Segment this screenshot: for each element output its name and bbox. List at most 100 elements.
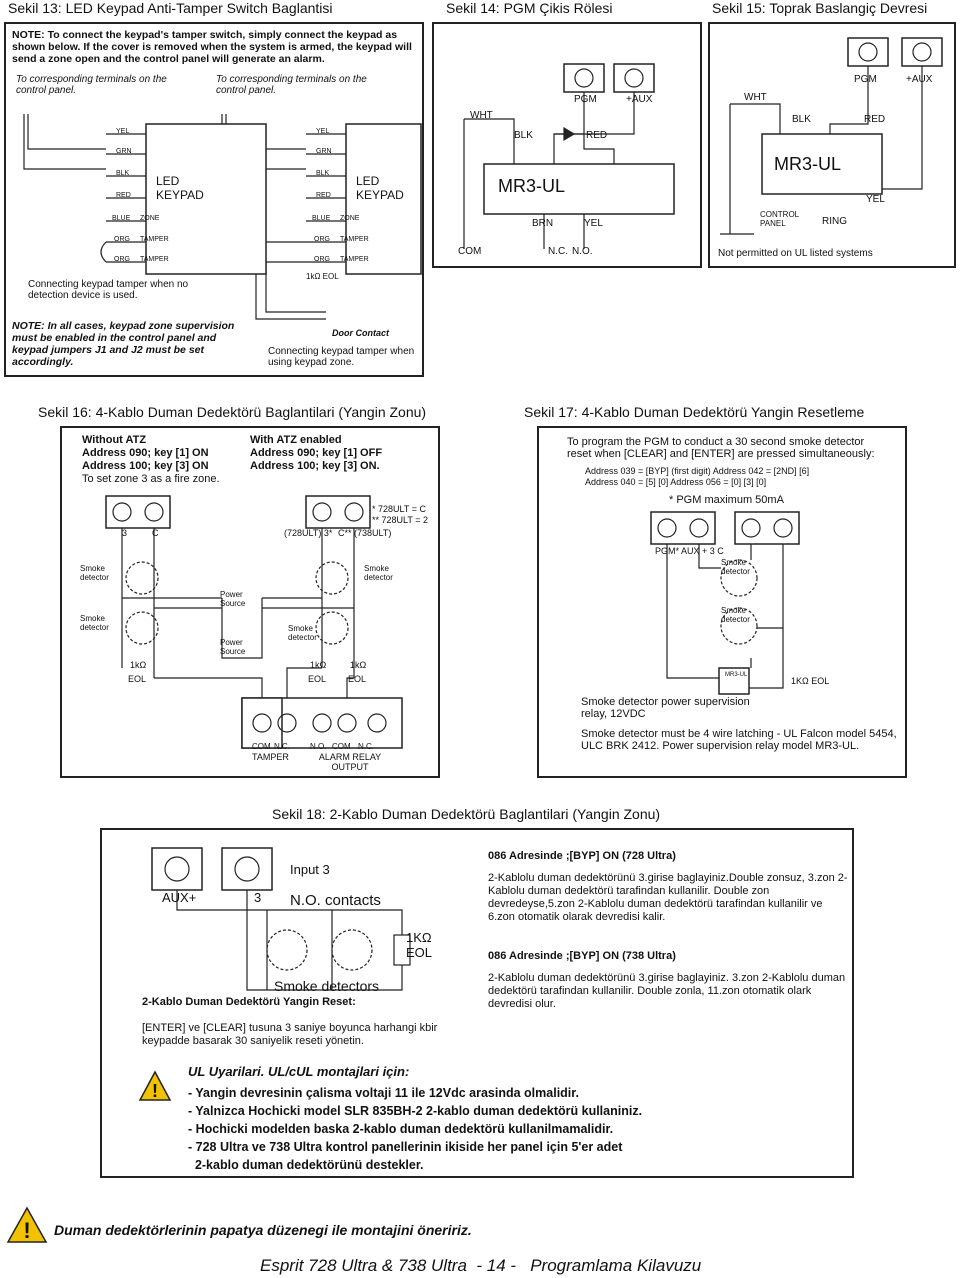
fig14-brn: BRN <box>532 218 554 229</box>
fig16-w-line2: Address 100; key [3] ON <box>82 460 209 472</box>
fig16-t728: (728ULT) 3* <box>284 528 333 538</box>
figure-18: AUX+ 3 Input 3 N.O. contacts 1KΩ EOL Smo… <box>100 828 854 1178</box>
fig17-intro: To program the PGM to conduct a 30 secon… <box>567 436 875 460</box>
fig15-control-panel: CONTROL PANEL <box>760 210 799 228</box>
fig16-wiring-diagram <box>105 495 403 749</box>
fig13-tamper-label-r: TAMPER <box>340 236 369 243</box>
fig13-led-keypad-right: LED KEYPAD <box>356 174 404 202</box>
fig18-h2: 086 Adresinde ;[BYP] ON (738 Ultra) <box>488 950 676 962</box>
figure-13: NOTE: To connect the keypad's tamper swi… <box>4 22 424 377</box>
fig17-smoke-1: Smoke detector <box>721 558 750 576</box>
fig16-power-2: Power Source <box>220 638 246 656</box>
fig18-h1: 086 Adresinde ;[BYP] ON (728 Ultra) <box>488 850 676 862</box>
fig16-t3: 3 <box>122 528 128 538</box>
fig18-smoke-detectors: Smoke detectors <box>274 978 380 994</box>
fig16-eol-c2: EOL <box>348 674 367 684</box>
ul-line-5: 2-kablo duman dedektörünü destekler. <box>188 1158 424 1172</box>
fig16-eol-b2: EOL <box>308 674 327 684</box>
fig17-r1: Address 039 = [BYP] (first digit) Addres… <box>585 466 810 476</box>
fig16-power-1: Power Source <box>220 590 246 608</box>
fig13-wire-blk: BLK <box>116 170 130 177</box>
fig16-w-line1: Address 090; key [1] ON <box>82 447 209 459</box>
fig17-smoke-2: Smoke detector <box>721 606 750 624</box>
fig17-eol: 1KΩ EOL <box>791 676 830 686</box>
fig13-wire-org: ORG <box>114 236 130 243</box>
fig18-aux: AUX+ <box>162 890 197 905</box>
fig16-smoke-1: Smoke detector <box>80 564 109 582</box>
fig16-eol-a: 1kΩ <box>130 660 147 670</box>
fig13-connecting-no-detect: Connecting keypad tamper when no detecti… <box>28 279 189 301</box>
fig17-pgm-max: * PGM maximum 50mA <box>669 494 784 506</box>
fig16-smoke-2: Smoke detector <box>80 614 109 632</box>
fig13-wire-grn-r: GRN <box>316 148 332 155</box>
fig14-red: RED <box>586 130 608 141</box>
fig13-connecting-zone: Connecting keypad tamper when using keyp… <box>268 346 415 368</box>
caption-fig15: Sekil 15: Toprak Baslangiç Devresi <box>712 0 928 16</box>
fig17-wiring: Smoke detector must be 4 wire latching -… <box>581 728 897 752</box>
fig17-relay: Smoke detector power supervision relay, … <box>581 696 750 720</box>
fig16-tamper: TAMPER <box>252 752 289 762</box>
fig16-no: N.O. <box>310 742 327 751</box>
fig13-door-contact: Door Contact <box>332 328 389 338</box>
fig17-mr3: MR3-UL <box>725 672 748 678</box>
fig18-input3: Input 3 <box>290 862 330 877</box>
fig13-wire-blue-r: BLUE <box>312 215 331 222</box>
fig13-wire-blk-r: BLK <box>316 170 330 177</box>
fig13-tamper-label-2: TAMPER <box>140 256 169 263</box>
fig16-note2: ** 728ULT = 2 <box>372 515 428 525</box>
fig13-wire-blue: BLUE <box>112 215 131 222</box>
fig15-wht: WHT <box>744 92 767 103</box>
fig16-eol-a2: EOL <box>128 674 147 684</box>
fig18-no-contacts: N.O. contacts <box>290 892 381 909</box>
fig13-wire-org-r: ORG <box>314 236 330 243</box>
fig15-ground-diagram <box>720 37 943 235</box>
fig18-three: 3 <box>254 890 262 905</box>
fig13-tamper-label-r2: TAMPER <box>340 256 369 263</box>
fig18-p2: 2-Kablolu duman dedektörünü 3.girise bag… <box>488 972 846 1010</box>
ul-line-4: - 728 Ultra ve 738 Ultra kontrol panelle… <box>188 1140 623 1154</box>
fig16-tc: C <box>152 528 159 538</box>
figure-16: Without ATZ Address 090; key [1] ON Addr… <box>60 426 440 778</box>
page-footer: Esprit 728 Ultra & 738 Ultra - 14 - Prog… <box>260 1256 702 1275</box>
caption-fig17: Sekil 17: 4-Kablo Duman Dedektörü Yangin… <box>524 404 865 420</box>
fig14-aux: +AUX <box>626 94 653 105</box>
caption-fig13: Sekil 13: LED Keypad Anti-Tamper Switch … <box>8 0 333 16</box>
fig16-t738: C** (738ULT) <box>338 528 392 538</box>
fig16-smoke-3: Smoke detector <box>364 564 393 582</box>
fig13-zone-label-r: ZONE <box>340 215 360 222</box>
fig13-terminals-right: To corresponding terminals on the contro… <box>216 74 367 96</box>
fig18-eol: 1KΩ EOL <box>406 930 433 960</box>
fig13-note-bottom: NOTE: In all cases, keypad zone supervis… <box>12 320 235 368</box>
figure-15: WHT BLK RED PGM +AUX MR3-UL YEL RING CON… <box>708 22 956 268</box>
svg-text:!: ! <box>23 1218 30 1243</box>
fig13-note-top: NOTE: To connect the keypad's tamper swi… <box>12 29 412 65</box>
fig18-reset-title: 2-Kablo Duman Dedektörü Yangin Reset: <box>142 996 356 1008</box>
svg-text:!: ! <box>152 1081 158 1101</box>
ul-line-3: - Hochicki modelden baska 2-kablo duman … <box>188 1122 614 1136</box>
fig16-w-line3: To set zone 3 as a fire zone. <box>82 473 220 485</box>
fig13-eol: 1kΩ EOL <box>306 272 339 281</box>
fig16-com: COM <box>252 742 271 751</box>
fig14-blk: BLK <box>514 130 533 141</box>
fig16-nc: N.C. <box>274 742 290 751</box>
fig14-wht: WHT <box>470 110 493 121</box>
fig14-yel: YEL <box>584 218 603 229</box>
fig17-reset-diagram <box>650 511 800 695</box>
fig17-terms: PGM* AUX + 3 C <box>655 546 724 556</box>
fig15-not-permitted: Not permitted on UL listed systems <box>718 248 873 259</box>
fig15-red: RED <box>864 114 886 125</box>
fig13-led-keypad-left: LED KEYPAD <box>156 174 204 202</box>
fig15-blk: BLK <box>792 114 811 125</box>
bottom-warning-icon: ! <box>6 1206 48 1243</box>
bottom-warning-text: Duman dedektörlerinin papatya düzenegi i… <box>54 1222 472 1238</box>
fig16-nc2: N.C. <box>358 742 374 751</box>
fig15-yel: YEL <box>866 194 885 205</box>
fig13-wiring-diagram <box>23 114 422 320</box>
ul-title: UL Uyarilari. UL/cUL montajlari için: <box>188 1064 410 1079</box>
fig16-with-atz: With ATZ enabled <box>250 434 342 446</box>
fig16-a-line1: Address 090; key [1] OFF <box>250 447 383 459</box>
fig16-eol-b: 1kΩ <box>310 660 327 670</box>
fig13-wire-grn: GRN <box>116 148 132 155</box>
ul-line-2: - Yalnizca Hochicki model SLR 835BH-2 2-… <box>188 1104 643 1118</box>
fig13-zone-label: ZONE <box>140 215 160 222</box>
